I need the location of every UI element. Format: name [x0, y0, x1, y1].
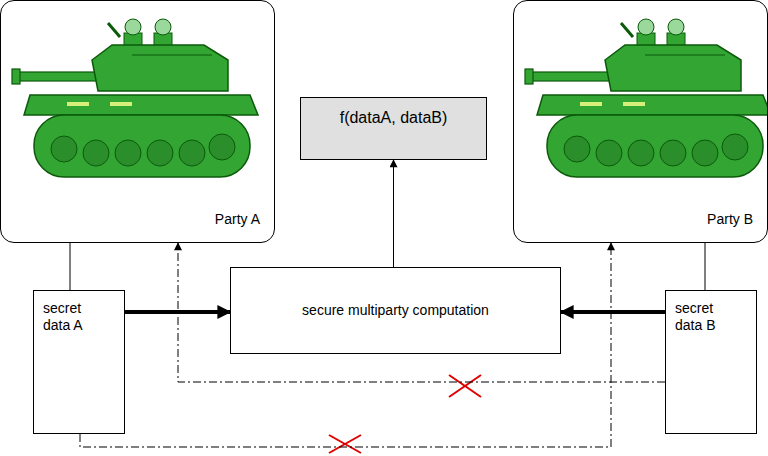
node-label: secret data B — [675, 300, 737, 334]
data-flow — [561, 310, 665, 314]
party-box: Party B — [513, 0, 768, 243]
process-box: secure multiparty computation — [230, 267, 561, 354]
node-label: f(dataA, dataB) — [340, 108, 448, 127]
node-label: Party B — [707, 211, 753, 228]
node-label: Party A — [215, 211, 260, 228]
party-box: Party A — [0, 0, 275, 243]
blocked-flow — [80, 243, 611, 447]
cross-mark — [449, 375, 481, 397]
cross-mark — [329, 435, 361, 453]
data-flow — [70, 243, 71, 290]
blocked-flow — [178, 243, 665, 382]
node-label: secret data A — [43, 300, 105, 334]
tank-illustration — [525, 19, 768, 177]
result-box: f(dataA, dataB) — [300, 97, 487, 160]
data-flow — [705, 243, 706, 290]
data-box: secret data A — [33, 290, 125, 434]
node-label: secure multiparty computation — [302, 302, 489, 319]
data-flow — [393, 160, 394, 267]
data-box: secret data B — [665, 290, 757, 434]
tank-illustration — [12, 19, 258, 177]
